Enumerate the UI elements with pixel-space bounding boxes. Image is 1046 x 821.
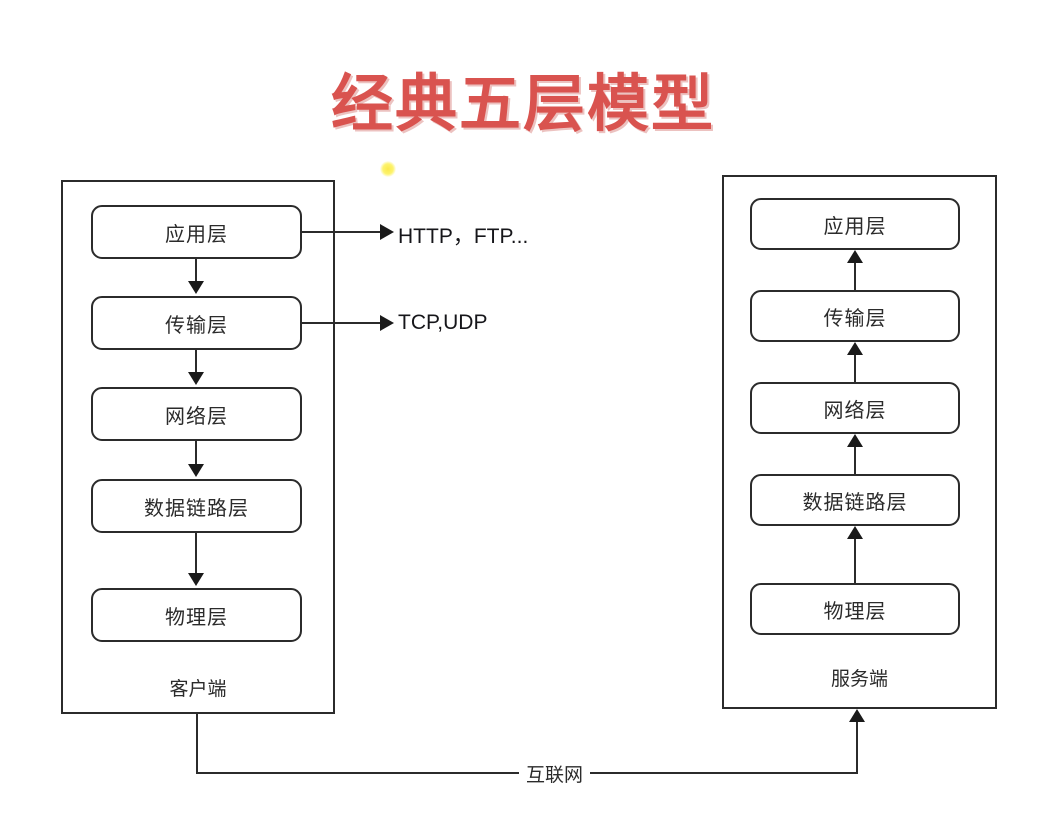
client-arrow-line-4 — [195, 533, 197, 575]
server-caption: 服务端 — [830, 669, 888, 690]
internet-label: 互联网 — [519, 760, 591, 787]
server-layer-transport[interactable]: 传输层 — [750, 290, 960, 342]
server-layer-application[interactable]: 应用层 — [750, 198, 960, 250]
server-arrow-head-4 — [847, 526, 863, 539]
protocol-label-transport: TCP,UDP — [398, 311, 488, 334]
client-layer-datalink[interactable]: 数据链路层 — [91, 479, 302, 533]
server-arrow-line-3 — [854, 447, 856, 474]
client-layer-transport[interactable]: 传输层 — [91, 296, 302, 350]
protocol-label-application: HTTP，FTP... — [398, 225, 529, 248]
callout-line-application — [300, 231, 382, 233]
internet-arrow-head — [849, 709, 865, 722]
client-arrow-line-1 — [195, 259, 197, 283]
server-arrow-head-2 — [847, 342, 863, 355]
page-title: 经典五层模型 — [330, 70, 715, 139]
internet-line-down — [196, 713, 198, 774]
client-layer-network[interactable]: 网络层 — [91, 387, 302, 441]
client-caption: 客户端 — [169, 679, 227, 700]
client-arrow-head-4 — [188, 573, 204, 586]
internet-line-up — [856, 722, 858, 774]
client-arrow-line-2 — [195, 350, 197, 374]
client-arrow-line-3 — [195, 441, 197, 466]
server-arrow-head-3 — [847, 434, 863, 447]
client-panel: 应用层 传输层 网络层 数据链路层 物理层 客户端 — [61, 180, 335, 714]
highlight-dot — [380, 161, 396, 177]
callout-line-transport — [300, 322, 382, 324]
server-layer-datalink[interactable]: 数据链路层 — [750, 474, 960, 526]
callout-arrow-transport — [380, 315, 394, 331]
server-arrow-head-1 — [847, 250, 863, 263]
server-arrow-line-2 — [854, 355, 856, 382]
server-arrow-line-1 — [854, 263, 856, 290]
client-layer-application[interactable]: 应用层 — [91, 205, 302, 259]
callout-arrow-application — [380, 224, 394, 240]
client-layer-physical[interactable]: 物理层 — [91, 588, 302, 642]
server-layer-physical[interactable]: 物理层 — [750, 583, 960, 635]
server-arrow-line-4 — [854, 539, 856, 583]
client-arrow-head-3 — [188, 464, 204, 477]
server-panel: 应用层 传输层 网络层 数据链路层 物理层 服务端 — [722, 175, 997, 709]
client-arrow-head-1 — [188, 281, 204, 294]
server-layer-network[interactable]: 网络层 — [750, 382, 960, 434]
client-arrow-head-2 — [188, 372, 204, 385]
